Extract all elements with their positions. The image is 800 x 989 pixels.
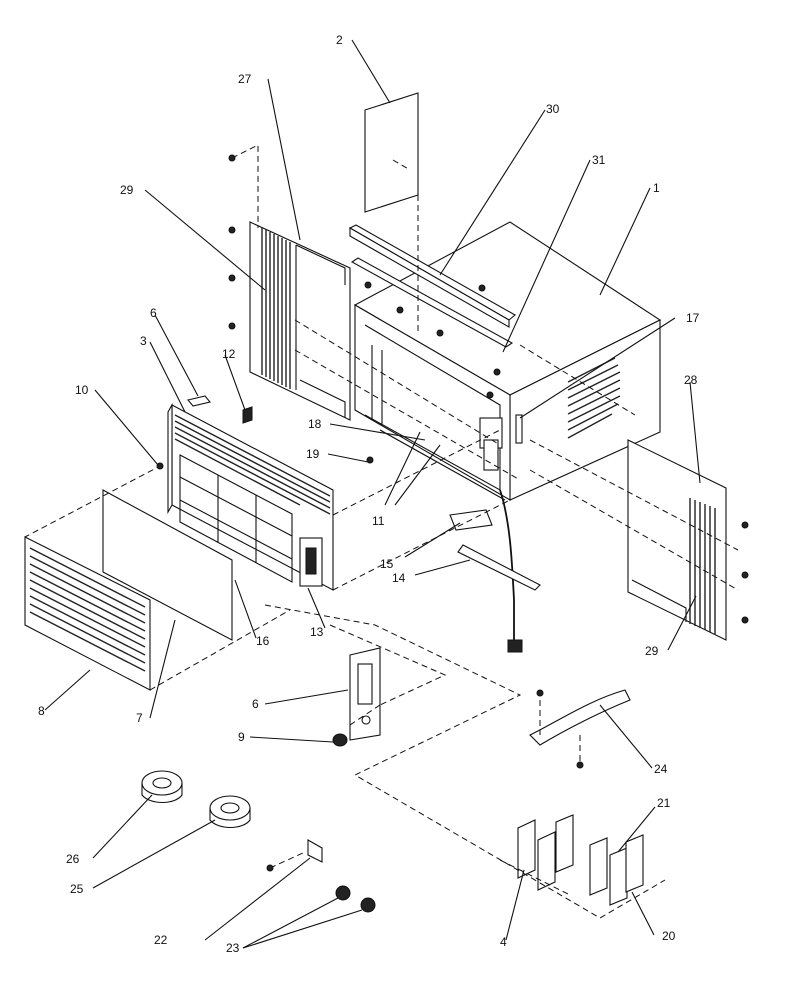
part-26-tape-roll (141, 770, 183, 804)
label-6-top: 6 (150, 306, 157, 320)
part-24-bracket (529, 689, 631, 762)
part-1-cabinet (353, 221, 662, 653)
part-14-bracket (457, 544, 541, 591)
front-frame-grid (179, 454, 293, 583)
part-8-front-grille (24, 536, 151, 691)
label-14: 14 (392, 571, 406, 585)
part-20-21-brackets (589, 834, 644, 906)
part-2-panel (364, 92, 419, 213)
label-6-bottom: 6 (252, 697, 259, 711)
part-6-control-plate (349, 647, 381, 741)
label-22: 22 (154, 933, 168, 947)
part-4-brackets (517, 814, 574, 891)
label-3: 3 (140, 334, 147, 348)
label-25: 25 (70, 882, 84, 896)
label-29-bottom: 29 (645, 644, 659, 658)
label-29-top: 29 (120, 183, 134, 197)
part-22-bracket (269, 839, 323, 869)
label-31: 31 (592, 153, 606, 167)
part-3-front-frame (167, 402, 334, 591)
label-16: 16 (256, 634, 270, 648)
part-25-tape-roll (209, 795, 251, 829)
label-30: 30 (546, 102, 560, 116)
label-18: 18 (308, 417, 322, 431)
part-23-screws (335, 885, 376, 913)
label-28: 28 (684, 373, 698, 387)
label-11: 11 (372, 514, 385, 528)
label-8: 8 (38, 704, 45, 718)
label-23: 23 (226, 941, 240, 955)
part-7-filter (102, 489, 233, 641)
part-28-curtain-right (627, 439, 727, 641)
screws (156, 154, 749, 872)
part-12-clip (242, 406, 253, 424)
label-27: 27 (238, 72, 252, 86)
label-4: 4 (500, 935, 507, 949)
label-12: 12 (222, 347, 236, 361)
label-15: 15 (380, 557, 394, 571)
label-2: 2 (336, 33, 343, 47)
label-24: 24 (654, 762, 668, 776)
label-9: 9 (238, 730, 245, 744)
label-21: 21 (657, 796, 671, 810)
label-26: 26 (66, 852, 80, 866)
label-1: 1 (653, 181, 660, 195)
part-9-knob (332, 733, 348, 747)
part-labels: 2 27 30 31 1 29 17 6 3 12 10 28 18 19 11… (38, 33, 700, 955)
label-20: 20 (662, 929, 676, 943)
part-6-clip (187, 395, 211, 407)
part-30-rail (348, 224, 516, 328)
label-19: 19 (306, 447, 320, 461)
label-17: 17 (686, 311, 700, 325)
leader-lines (44, 39, 701, 949)
label-7: 7 (136, 711, 143, 725)
part-27-curtain-left (249, 221, 351, 421)
assembly-dashed-lines (24, 144, 739, 919)
label-13: 13 (310, 625, 324, 639)
part-31-rail (350, 257, 514, 348)
label-10: 10 (75, 383, 89, 397)
